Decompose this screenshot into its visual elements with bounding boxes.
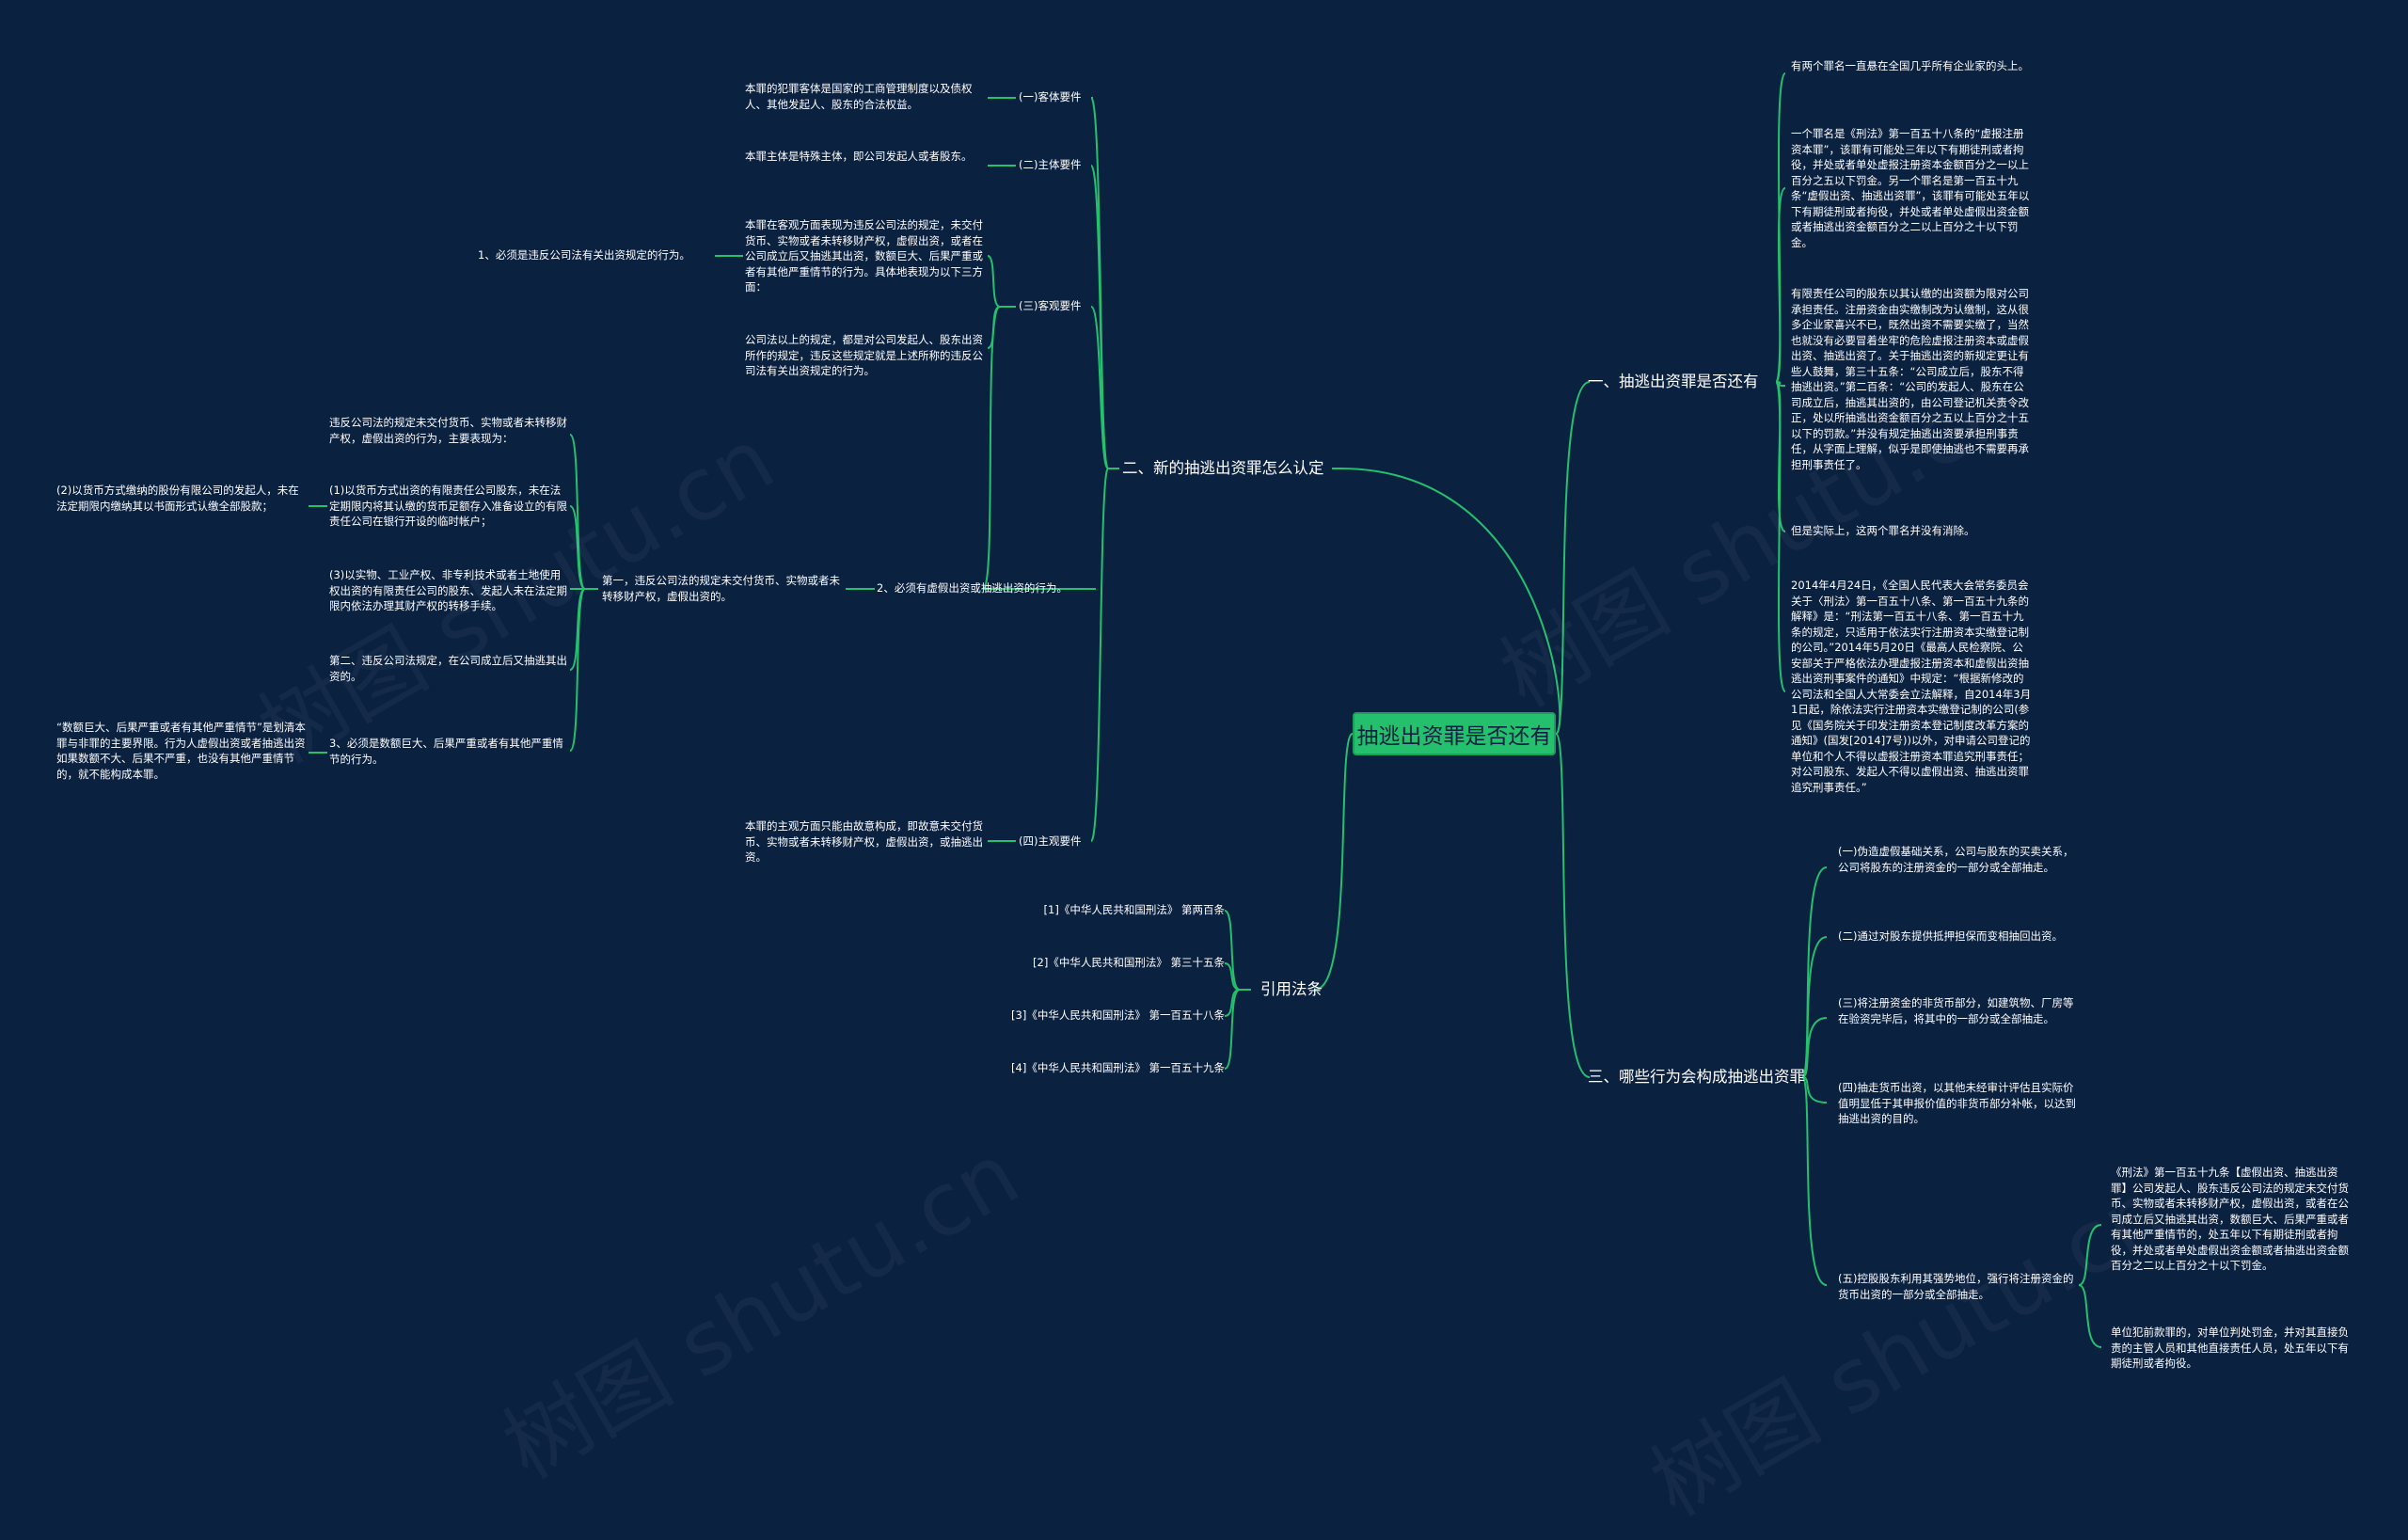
node-text: (1)以货币方式出资的有限责任公司股东，未在法定期限内将其认缴的货币足额存入准备… <box>329 484 567 528</box>
node-text: 2、必须有虚假出资或抽逃出资的行为。 <box>877 581 1068 595</box>
connector-lines <box>309 72 2102 1348</box>
node-text: (三)将注册资金的非货币部分，如建筑物、厂房等在验资完毕后，将其中的一部分或全部… <box>1838 996 2074 1025</box>
node-text: 违反公司法的规定未交付货币、实物或者未转移财产权，虚假出资的行为，主要表现为： <box>329 416 567 445</box>
branch-title[interactable]: 三、哪些行为会构成抽逃出资罪 <box>1588 1068 1805 1086</box>
branch-title[interactable]: 二、新的抽逃出资罪怎么认定 <box>1122 459 1324 477</box>
citation-item[interactable]: [3]《中华人民共和国刑法》 第一百五十八条 <box>1011 1008 1225 1022</box>
node-text: 3、必须是数额巨大、后果严重或者有其他严重情节的行为。 <box>329 737 563 766</box>
branch-title[interactable]: 引用法条 <box>1260 980 1323 998</box>
node-text: 2014年4月24日，《全国人民代表大会常务委员会关于〈刑法〉第一百五十八条、第… <box>1791 579 2032 794</box>
node-text: (二)通过对股东提供抵押担保而变相抽回出资。 <box>1838 929 2063 943</box>
citation-item[interactable]: [1]《中华人民共和国刑法》 第两百条 <box>1043 903 1225 916</box>
node-text: 公司法以上的规定，都是对公司发起人、股东出资所作的规定，违反这些规定就是上述所称… <box>745 333 983 377</box>
node-text: 一个罪名是《刑法》第一百五十八条的“虚报注册资本罪”，该罪有可能处三年以下有期徒… <box>1791 127 2030 249</box>
node-label[interactable]: (三)客观要件 <box>1019 299 1082 312</box>
node-text: 第一，违反公司法的规定未交付货币、实物或者未转移财产权，虚假出资的。 <box>602 574 840 603</box>
node-text: 本罪的犯罪客体是国家的工商管理制度以及债权人、其他发起人、股东的合法权益。 <box>745 82 973 111</box>
node-text: 第二、违反公司法规定，在公司成立后又抽逃其出资的。 <box>329 654 567 683</box>
node-text: (五)控股股东利用其强势地位，强行将注册资金的货币出资的一部分或全部抽走。 <box>1838 1272 2074 1301</box>
node-text: (四)抽走货币出资，以其他未经审计评估且实际价值明显低于其申报价值的非货币部分补… <box>1838 1081 2076 1125</box>
node-label[interactable]: (四)主观要件 <box>1019 834 1082 848</box>
root-node[interactable]: 抽逃出资罪是否还有 <box>1353 712 1556 755</box>
node-text: 但是实际上，这两个罪名并没有消除。 <box>1791 524 1975 537</box>
node-text: 《刑法》第一百五十九条【虚假出资、抽逃出资罪】公司发起人、股东违反公司法的规定未… <box>2111 1166 2349 1272</box>
node-text: 有限责任公司的股东以其认缴的出资额为限对公司承担责任。注册资金由实缴制改为认缴制… <box>1791 287 2029 471</box>
node-text: (3)以实物、工业产权、非专利技术或者土地使用权出资的有限责任公司的股东、发起人… <box>329 568 567 612</box>
node-text: 本罪主体是特殊主体，即公司发起人或者股东。 <box>745 150 973 163</box>
branch-title[interactable]: 一、抽逃出资罪是否还有 <box>1588 373 1759 390</box>
node-text: 本罪的主观方面只能由故意构成，即故意未交付货币、实物或者未转移财产权，虚假出资，… <box>745 819 983 864</box>
node-text: 本罪在客观方面表现为违反公司法的规定，未交付货币、实物或者未转移财产权，虚假出资… <box>745 218 983 294</box>
node-text: 单位犯前款罪的，对单位判处罚金，并对其直接负责的主管人员和其他直接责任人员，处五… <box>2111 1326 2349 1370</box>
node-text: 1、必须是违反公司法有关出资规定的行为。 <box>478 248 690 262</box>
node-text: (2)以货币方式缴纳的股份有限公司的发起人，未在法定期限内缴纳其以书面形式认缴全… <box>56 484 299 513</box>
node-text: “数额巨大、后果严重或者有其他严重情节”是划清本罪与非罪的主要界限。行为人虚假出… <box>56 721 306 781</box>
node-text: (一)伪造虚假基础关系，公司与股东的买卖关系，公司将股东的注册资金的一部分或全部… <box>1838 845 2074 874</box>
node-text: 有两个罪名一直悬在全国几乎所有企业家的头上。 <box>1791 59 2029 72</box>
citation-item[interactable]: [2]《中华人民共和国刑法》 第三十五条 <box>1033 956 1225 969</box>
citation-item[interactable]: [4]《中华人民共和国刑法》 第一百五十九条 <box>1011 1061 1225 1074</box>
node-label[interactable]: (一)客体要件 <box>1019 90 1082 103</box>
node-label[interactable]: (二)主体要件 <box>1019 158 1082 171</box>
